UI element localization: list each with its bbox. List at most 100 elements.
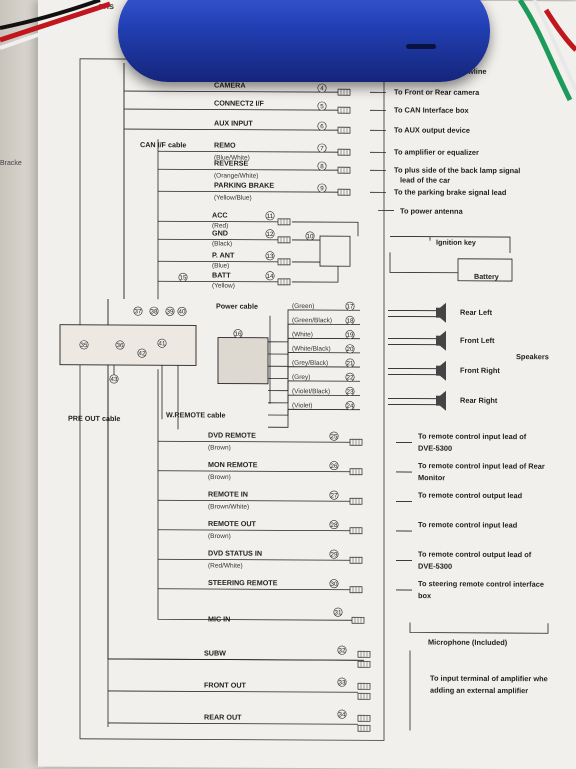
svg-text:5: 5 [320,103,324,110]
microphone-label: Microphone (Included) [428,638,508,647]
power-lead-label: ACC [212,210,228,219]
pre-out-plug-a [357,682,371,690]
svg-text:26: 26 [331,463,338,470]
svg-text:4: 4 [320,85,324,92]
upper-lead-num: 8 [317,161,327,171]
unit-num-43: 43 [109,374,119,384]
head-unit-block [59,324,197,366]
loose-wires-top-left [0,0,110,50]
upper-lead-dest: To the parking brake signal lead [394,187,507,197]
svg-text:40: 40 [179,309,186,316]
amplifier-dest: To input terminal of amplifier wheadding… [409,650,548,731]
pre-out-label: SUBW [204,648,226,657]
upper-lead-plug [337,148,351,156]
svg-text:17: 17 [347,303,354,310]
upper-lead-label: CAMERA [214,81,246,90]
power-lead-color: (Red) [212,222,228,229]
speaker-label: Rear Right [460,396,498,405]
power-lead-2: P. ANT(Blue)13 [158,250,291,270]
unit-num-39: 39 [165,306,175,316]
unit-num-41: 41 [157,338,167,348]
svg-text:24: 24 [347,403,354,410]
remote-lead-color: (Red/White) [208,562,243,569]
speaker-wire-num: 19 [345,330,355,340]
remote-lead-color: (Brown/White) [208,503,249,510]
upper-lead-plug [337,106,351,114]
upper-lead-dest2: lead of the car [400,175,450,184]
upper-lead-dest: To amplifier or equalizer [394,147,479,156]
svg-text:14: 14 [267,273,274,280]
svg-text:43: 43 [111,376,118,383]
svg-text:8: 8 [320,163,324,170]
upper-lead-1: CONNECT2 I/F 5 To CAN Interface box [124,99,469,115]
remote-lead-dest: To remote control input lead [418,520,518,530]
remote-lead-num: 30 [329,579,339,589]
speaker-connector-num: 16 [233,329,243,339]
pre-out-num: 33 [337,677,347,687]
upper-lead-color: (Yellow/Blue) [214,195,252,202]
power-lead-num: 11 [265,211,275,221]
upper-lead-label: PARKING BRAKE [214,181,274,190]
speaker-wire-color: (Green/Black) [292,317,332,324]
speaker-wire-1: (Green/Black) 18 [268,315,360,355]
svg-text:32: 32 [339,647,346,654]
mic-in-plug [351,616,365,624]
pre-out-plug-b [357,660,371,668]
speaker-wire-color: (White/Black) [292,346,331,353]
upper-lead-4: REVERSE (Orange/White) 8 To plus side of th… [158,159,520,185]
unit-num-35: 35 [79,340,89,350]
speaker-wire-color: (Grey) [292,374,310,381]
svg-text:18: 18 [347,318,354,325]
power-lead-num: 13 [265,251,275,261]
svg-text:6: 6 [320,123,324,130]
svg-text:12: 12 [267,231,274,238]
speaker-wire-num: 24 [345,401,355,411]
svg-text:27: 27 [331,492,338,499]
remote-lead-label: STEERING REMOTE [208,578,278,587]
upper-lead-dest: To CAN Interface box [394,105,469,114]
upper-lead-dest: To Front or Rear camera [394,87,480,96]
remote-lead-num: 25 [329,431,339,441]
upper-lead-label: REMO [214,141,236,150]
upper-lead-label: REVERSE [214,159,249,168]
speakers-label: Speakers [516,352,549,361]
svg-text:13: 13 [267,253,274,260]
svg-text:30: 30 [331,581,338,588]
remote-lead-plug [349,438,363,446]
remote-lead-color: (Brown) [208,474,231,481]
remote-lead-plug [349,586,363,594]
power-lead-num: 12 [265,229,275,239]
upper-lead-0: CAMERA 4 To Front or Rear camera [124,81,480,97]
upper-lead-dest: To plus side of the back lamp signal [394,165,520,175]
speaker-wire-num: 23 [345,386,355,396]
svg-text:23: 23 [347,389,354,396]
remote-lead-dest2: box [418,591,432,600]
power-lead-color: (Blue) [212,262,229,269]
speaker-wire-num: 22 [345,372,355,382]
pre-out-0: SUBW 32 [108,645,371,668]
edge-text-bracket: Bracke [0,160,22,167]
speaker-wire-num: 21 [345,358,355,368]
upper-lead-num: 5 [317,101,327,111]
pre-out-cable-label: PRE OUT cable [68,414,120,423]
upper-lead-num: 7 [317,143,327,153]
speaker-wire-3: (White/Black) 20 [268,344,360,379]
svg-text:20: 20 [347,346,354,353]
svg-text:9: 9 [320,185,324,192]
speaker-wire-num: 20 [345,344,355,354]
upper-lead-label: CONNECT2 I/F [214,99,265,108]
upper-lead-label: AUX INPUT [214,119,253,128]
svg-text:11: 11 [267,213,274,220]
microphone: Microphone (Included) [409,622,549,647]
remote-lead-label: REMOTE OUT [208,519,257,528]
upper-lead-color: (Orange/White) [214,173,258,180]
unit-num-37: 37 [133,306,143,316]
mic-in-label: MIC IN [208,614,230,623]
device-port [406,44,436,49]
remote-lead-num: 26 [329,461,339,471]
speaker-label: Front Left [460,336,495,345]
